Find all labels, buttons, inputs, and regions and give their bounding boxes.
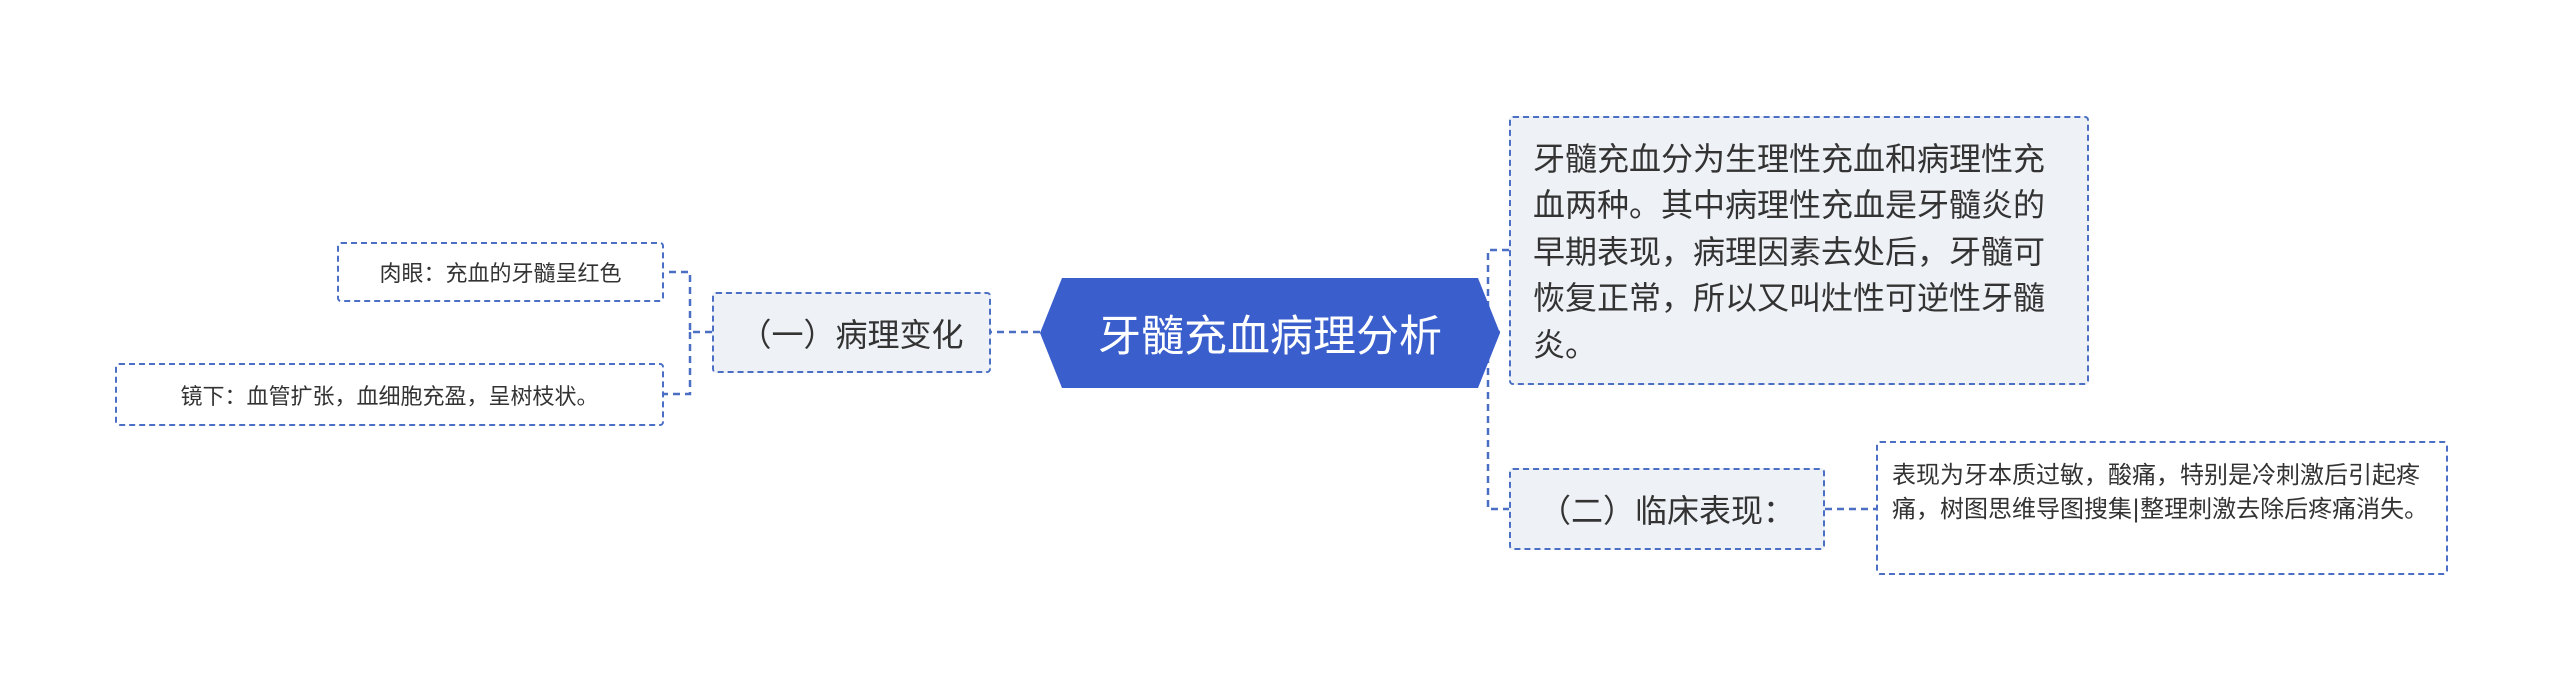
branch-clinical-manifestations[interactable]: （二）临床表现： xyxy=(1509,468,1825,550)
branch-pathology-changes[interactable]: （一）病理变化 xyxy=(712,292,991,373)
leaf-naked-eye[interactable]: 肉眼：充血的牙髓呈红色 xyxy=(337,242,664,302)
leaf-clinical-detail[interactable]: 表现为牙本质过敏，酸痛，特别是冷刺激后引起疼痛，树图思维导图搜集|整理刺激去除后… xyxy=(1876,441,2448,575)
root-label[interactable]: 牙髓充血病理分析 xyxy=(1098,312,1442,362)
leaf-microscope-label: 镜下：血管扩张，血细胞充盈，呈树枝状。 xyxy=(180,384,599,410)
leaf-microscope[interactable]: 镜下：血管扩张，血细胞充盈，呈树枝状。 xyxy=(115,363,664,426)
description-node[interactable]: 牙髓充血分为生理性充血和病理性充血两种。其中病理性充血是牙髓炎的早期表现，病理因… xyxy=(1509,116,2089,385)
description-text: 牙髓充血分为生理性充血和病理性充血两种。其中病理性充血是牙髓炎的早期表现，病理因… xyxy=(1533,140,2046,364)
root-hexagon-fill xyxy=(1040,278,1500,388)
leaf-clinical-detail-label: 表现为牙本质过敏，酸痛，特别是冷刺激后引起疼痛，树图思维导图搜集|整理刺激去除后… xyxy=(1892,461,2429,523)
leaf-naked-eye-label: 肉眼：充血的牙髓呈红色 xyxy=(379,262,622,287)
connector-branch-1-trunk xyxy=(664,270,712,396)
branch-clinical-manifestations-label: （二）临床表现： xyxy=(1538,492,1795,530)
branch-pathology-changes-label: （一）病理变化 xyxy=(739,315,964,354)
